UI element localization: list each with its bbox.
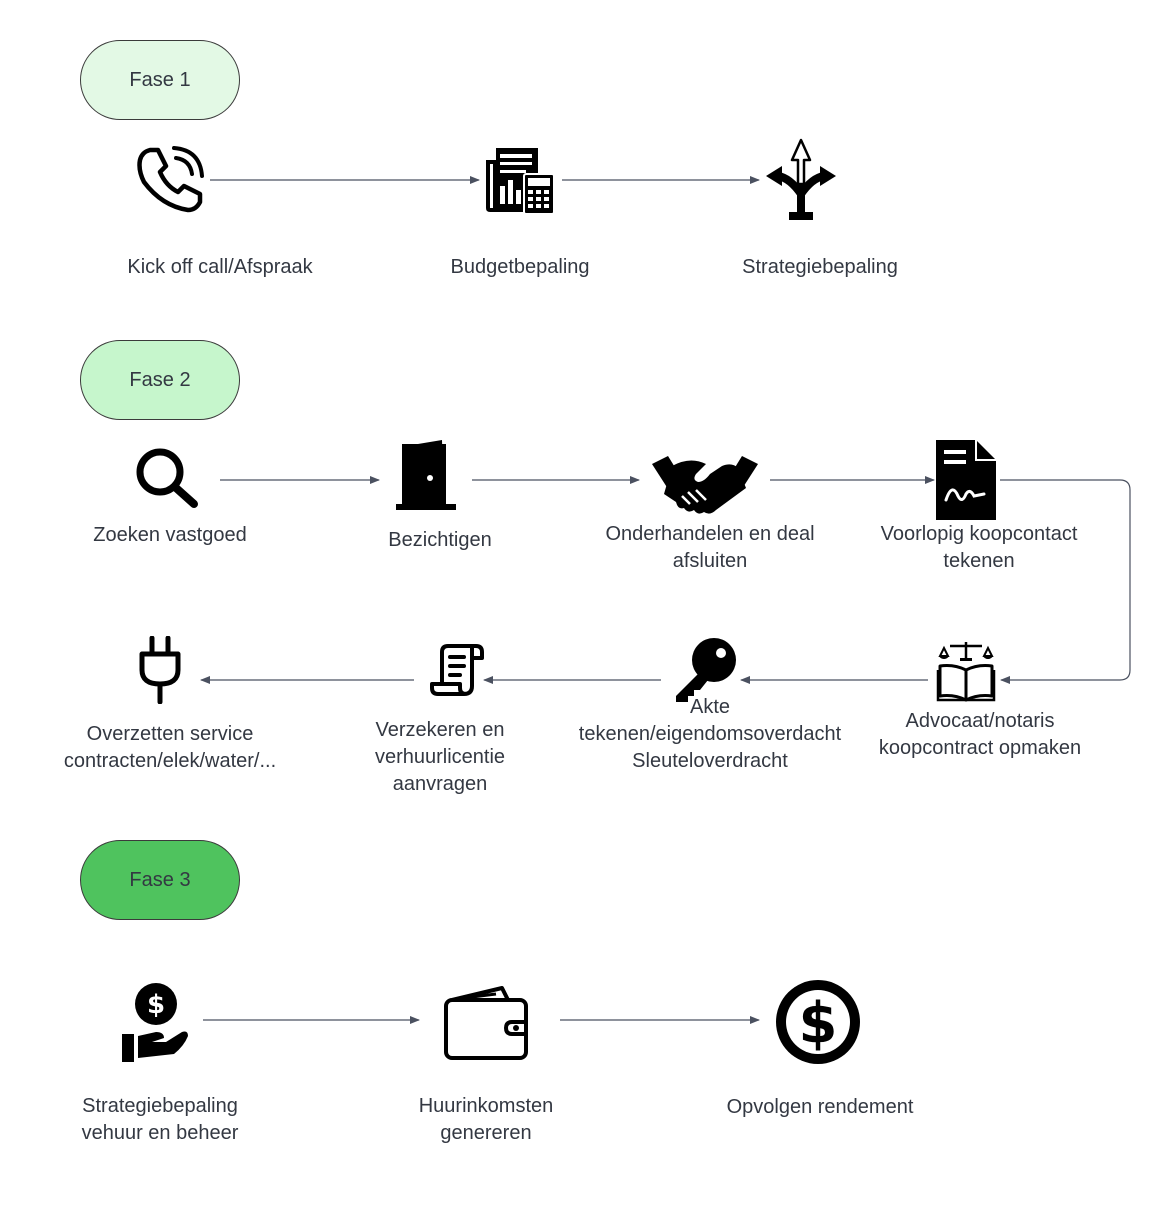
step-kickoff-text: Kick off call/Afspraak (127, 256, 313, 278)
plug-icon (139, 636, 181, 704)
scroll-icon (430, 644, 484, 696)
step-utilities-line2: contracten/elek/water/... (63, 750, 277, 772)
phase-1-pill: Fase 1 (80, 40, 240, 120)
svg-text:$: $ (799, 991, 838, 1056)
step-budget-label: Budgetbepaling (450, 254, 589, 281)
step-insure-line2: verhuurlicentie (374, 746, 506, 768)
step-negotiate-label: Onderhandelen en deal afsluiten (605, 521, 814, 575)
step-visit-text: Bezichtigen (388, 529, 492, 551)
hand-dollar-icon: $ (122, 983, 188, 1062)
newspaper-calculator-icon (486, 148, 555, 215)
wallet-icon (444, 986, 528, 1060)
phase-1-label: Fase 1 (129, 68, 191, 91)
step-follow-text: Opvolgen rendement (726, 1096, 914, 1118)
step-income-line1: Huurinkomsten (418, 1095, 554, 1117)
signed-document-icon (936, 440, 996, 520)
split-arrow-icon (766, 138, 836, 220)
search-icon (136, 448, 198, 508)
step-preliminary-line1: Voorlopig koopcontact (880, 523, 1078, 545)
phase-2-label: Fase 2 (129, 368, 191, 391)
step-negotiate-line1: Onderhandelen en deal (605, 523, 815, 545)
step-lawyer-line1: Advocaat/notaris (905, 710, 1055, 732)
step-deed-line2: tekenen/eigendomsoverdacht (578, 723, 842, 745)
step-lawyer-line2: koopcontract opmaken (878, 737, 1082, 759)
step-income-line2: genereren (440, 1122, 532, 1144)
step-follow-label: Opvolgen rendement (727, 1094, 914, 1121)
handshake-icon (652, 456, 758, 514)
step-visit-label: Bezichtigen (388, 527, 491, 554)
step-insure-line1: Verzekeren en (375, 719, 505, 741)
law-book-icon (936, 642, 996, 702)
step-utilities-label: Overzetten service contracten/elek/water… (64, 721, 276, 775)
step-budget-text: Budgetbepaling (450, 256, 590, 278)
step-rental-strategy-line2: vehuur en beheer (81, 1122, 239, 1144)
step-strategy-label: Strategiebepaling (742, 254, 898, 281)
step-search-text: Zoeken vastgoed (93, 524, 247, 546)
step-rental-strategy-line1: Strategiebepaling (82, 1095, 238, 1117)
step-insure-line3: aanvragen (392, 773, 488, 795)
step-lawyer-label: Advocaat/notaris koopcontract opmaken (879, 708, 1081, 762)
step-income-label: Huurinkomsten genereren (419, 1093, 554, 1147)
svg-text:$: $ (147, 990, 165, 1020)
step-deed-line3: Sleuteloverdracht (632, 750, 788, 772)
door-icon (396, 440, 456, 510)
key-icon (676, 638, 736, 702)
step-search-label: Zoeken vastgoed (93, 522, 246, 549)
phone-icon (137, 146, 204, 213)
arrow-preliminary-lawyer (1000, 479, 1131, 684)
step-preliminary-line2: tekenen (943, 550, 1015, 572)
step-insure-label: Verzekeren en verhuurlicentie aanvragen (375, 717, 505, 798)
step-deed-label: Akte tekenen/eigendomsoverdacht Sleutelo… (579, 694, 841, 775)
step-utilities-line1: Overzetten service (86, 723, 254, 745)
phase-3-label: Fase 3 (129, 868, 191, 891)
step-rental-strategy-label: Strategiebepaling vehuur en beheer (82, 1093, 239, 1147)
step-preliminary-label: Voorlopig koopcontact tekenen (881, 521, 1078, 575)
dollar-circle-icon: $ (776, 980, 860, 1064)
step-negotiate-line2: afsluiten (672, 550, 748, 572)
phase-2-pill: Fase 2 (80, 340, 240, 420)
step-kickoff-label: Kick off call/Afspraak (127, 254, 312, 281)
step-strategy-text: Strategiebepaling (742, 256, 898, 278)
step-deed-line1: Akte (689, 696, 731, 718)
phase-3-pill: Fase 3 (80, 840, 240, 920)
